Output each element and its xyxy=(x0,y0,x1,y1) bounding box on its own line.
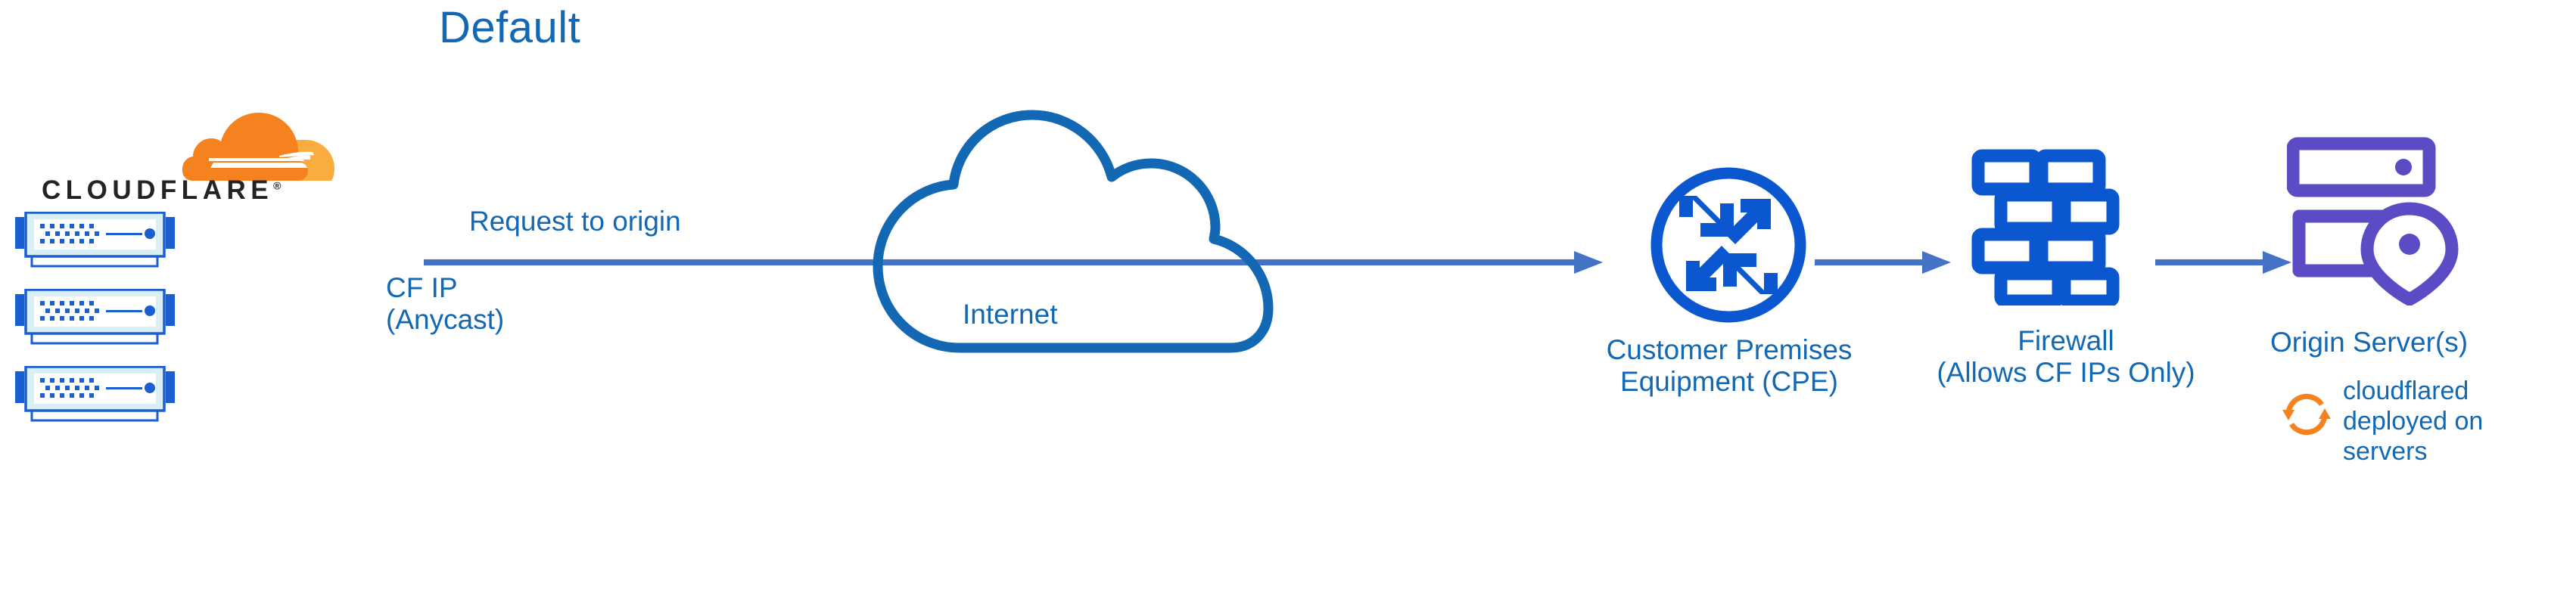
cpe-label: Customer Premises Equipment (CPE) xyxy=(1551,334,1907,398)
firewall-label-line-1: Firewall xyxy=(2018,325,2114,356)
router-converging-arrows-icon xyxy=(1648,165,1809,325)
cloudflare-wordmark: CLOUDFLARE® xyxy=(42,175,281,206)
firewall-label-line-2: (Allows CF IPs Only) xyxy=(1937,357,2195,388)
firewall-label: Firewall (Allows CF IPs Only) xyxy=(1877,325,2255,389)
cf-ip-anycast-label: CF IP (Anycast) xyxy=(386,272,504,336)
cloudflared-line-1: cloudflared xyxy=(2343,377,2469,405)
cf-ip-line-2: (Anycast) xyxy=(386,304,505,335)
cloudflared-note-label: cloudflared deployed on servers xyxy=(2343,376,2570,467)
server-rack-icon xyxy=(14,365,176,425)
server-stack-location-pin-icon xyxy=(2286,136,2469,306)
wordmark-text: CLOUDFLARE xyxy=(42,175,274,205)
arrow-right-icon xyxy=(1815,250,1952,275)
request-to-origin-label: Request to origin xyxy=(469,206,681,237)
arrow-right-icon xyxy=(424,250,1604,275)
circular-sync-arrows-icon xyxy=(2278,386,2335,443)
cpe-label-line-2: Equipment (CPE) xyxy=(1620,366,1838,397)
brick-wall-icon xyxy=(1969,145,2130,308)
cloudflared-line-3: servers xyxy=(2343,437,2428,466)
cloudflared-line-2: deployed on xyxy=(2343,407,2484,436)
page-title: Default xyxy=(439,3,581,52)
server-rack-icon xyxy=(14,288,176,348)
registered-trademark-symbol: ® xyxy=(273,179,282,192)
cloudflare-cloud-logo-icon xyxy=(15,95,356,216)
cloud-outline-icon xyxy=(846,106,1300,355)
cpe-label-line-1: Customer Premises xyxy=(1606,334,1853,365)
server-rack-icon xyxy=(14,211,176,271)
cf-ip-line-1: CF IP xyxy=(386,272,458,303)
internet-label: Internet xyxy=(963,299,1058,330)
arrow-right-icon xyxy=(2155,250,2293,275)
origin-server-label: Origin Server(s) xyxy=(2270,327,2469,358)
